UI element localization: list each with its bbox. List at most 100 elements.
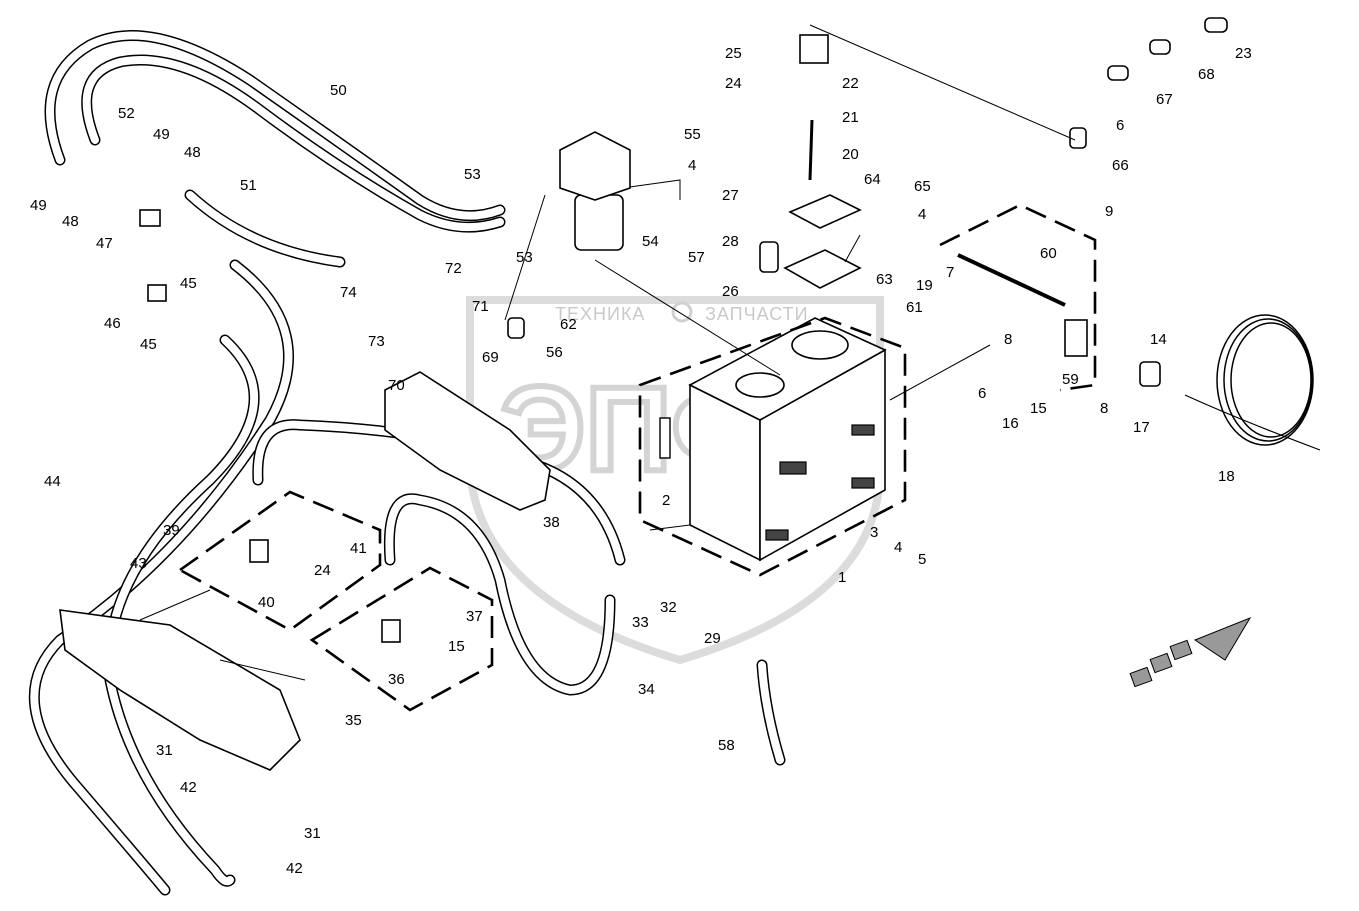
arrow-tile-1	[1169, 639, 1193, 661]
pipe-20	[808, 119, 814, 181]
filter-head	[559, 131, 631, 201]
callout-8: 8	[1100, 400, 1108, 417]
coil-18-b	[1223, 318, 1313, 442]
frame-1	[638, 316, 907, 577]
arrow-tile-2	[1149, 652, 1173, 674]
hose-51-inner	[186, 191, 344, 266]
tank-plate-1	[779, 461, 807, 475]
callout-4: 4	[688, 157, 696, 174]
fitting-46	[147, 284, 167, 302]
tank-port-1	[735, 372, 785, 398]
callout-35: 35	[345, 712, 362, 729]
callout-19: 19	[916, 277, 933, 294]
callout-31: 31	[156, 742, 173, 759]
hose-38-inner	[385, 494, 614, 694]
callout-42: 42	[180, 779, 197, 796]
callout-56: 56	[546, 344, 563, 361]
callout-49: 49	[153, 126, 170, 143]
callout-65: 65	[914, 178, 931, 195]
arrow-head	[1193, 616, 1252, 661]
callout-26: 26	[722, 283, 739, 300]
callout-4: 4	[918, 206, 926, 223]
callout-32: 32	[660, 599, 677, 616]
fitting-36	[381, 619, 401, 643]
callout-6: 6	[1116, 117, 1124, 134]
frame-9	[939, 203, 1097, 392]
callout-41: 41	[350, 540, 367, 557]
callout-66: 66	[1112, 157, 1129, 174]
callout-15: 15	[1030, 400, 1047, 417]
callout-48: 48	[62, 213, 79, 230]
fitting-66	[1069, 127, 1087, 149]
tank-plate-2	[851, 424, 875, 436]
callout-31: 31	[304, 825, 321, 842]
callout-73: 73	[368, 333, 385, 350]
hose-43-inner	[105, 336, 259, 886]
callout-50: 50	[330, 82, 347, 99]
callout-63: 63	[876, 271, 893, 288]
callout-15: 15	[448, 638, 465, 655]
callout-64: 64	[864, 171, 881, 188]
callout-20: 20	[842, 146, 859, 163]
callout-6: 6	[978, 385, 986, 402]
fitting-56	[507, 317, 525, 339]
frame-35	[309, 566, 494, 712]
callout-7: 7	[946, 264, 954, 281]
callout-40: 40	[258, 594, 275, 611]
callout-54: 54	[642, 233, 659, 250]
callout-43: 43	[130, 555, 147, 572]
callout-24: 24	[314, 562, 331, 579]
callout-8: 8	[1004, 331, 1012, 348]
callout-49: 49	[30, 197, 47, 214]
fittings	[139, 17, 1228, 643]
fitting-41	[249, 539, 269, 563]
callout-16: 16	[1002, 415, 1019, 432]
hose-58-inner	[758, 661, 784, 764]
sight-glass	[659, 417, 671, 459]
tank-plate-4	[765, 529, 789, 541]
callout-34: 34	[638, 681, 655, 698]
callout-51: 51	[240, 177, 257, 194]
gear-pump	[59, 609, 301, 771]
callout-5: 5	[918, 551, 926, 568]
watermark-right-text: ЗАПЧАСТИ	[705, 304, 809, 324]
tank-port-2	[791, 330, 849, 360]
callout-68: 68	[1198, 66, 1215, 83]
callout-48: 48	[184, 144, 201, 161]
callout-4: 4	[894, 539, 902, 556]
callout-24: 24	[725, 75, 742, 92]
callout-58: 58	[718, 737, 735, 754]
fitting-67	[1107, 65, 1129, 81]
callout-61: 61	[906, 299, 923, 316]
fitting-17	[1139, 361, 1161, 387]
hose-51	[184, 189, 346, 268]
callout-69: 69	[482, 349, 499, 366]
callout-9: 9	[1105, 203, 1113, 220]
callout-59: 59	[1062, 371, 1079, 388]
fitting-23	[1204, 17, 1228, 33]
callout-60: 60	[1040, 245, 1057, 262]
gear-icon	[671, 301, 693, 323]
callout-46: 46	[104, 315, 121, 332]
callout-53: 53	[516, 249, 533, 266]
hydraulic-motor	[384, 371, 551, 511]
callout-44: 44	[44, 473, 61, 490]
callout-22: 22	[842, 75, 859, 92]
hose-50-inner-inner	[82, 56, 504, 232]
callout-62: 62	[560, 316, 577, 333]
coil-18-a	[1216, 314, 1314, 446]
callout-27: 27	[722, 187, 739, 204]
frame-39	[177, 490, 382, 632]
hose-43	[103, 334, 260, 887]
hose-50-outer-inner	[46, 31, 504, 220]
fitting-68	[1149, 39, 1171, 55]
callout-57: 57	[688, 249, 705, 266]
watermark-left-text: ТЕХНИКА	[555, 304, 645, 324]
callout-1: 1	[838, 569, 846, 586]
callout-25: 25	[725, 45, 742, 62]
gasket-63	[783, 249, 862, 289]
valve-22	[799, 34, 829, 64]
callout-17: 17	[1133, 419, 1150, 436]
callout-47: 47	[96, 235, 113, 252]
